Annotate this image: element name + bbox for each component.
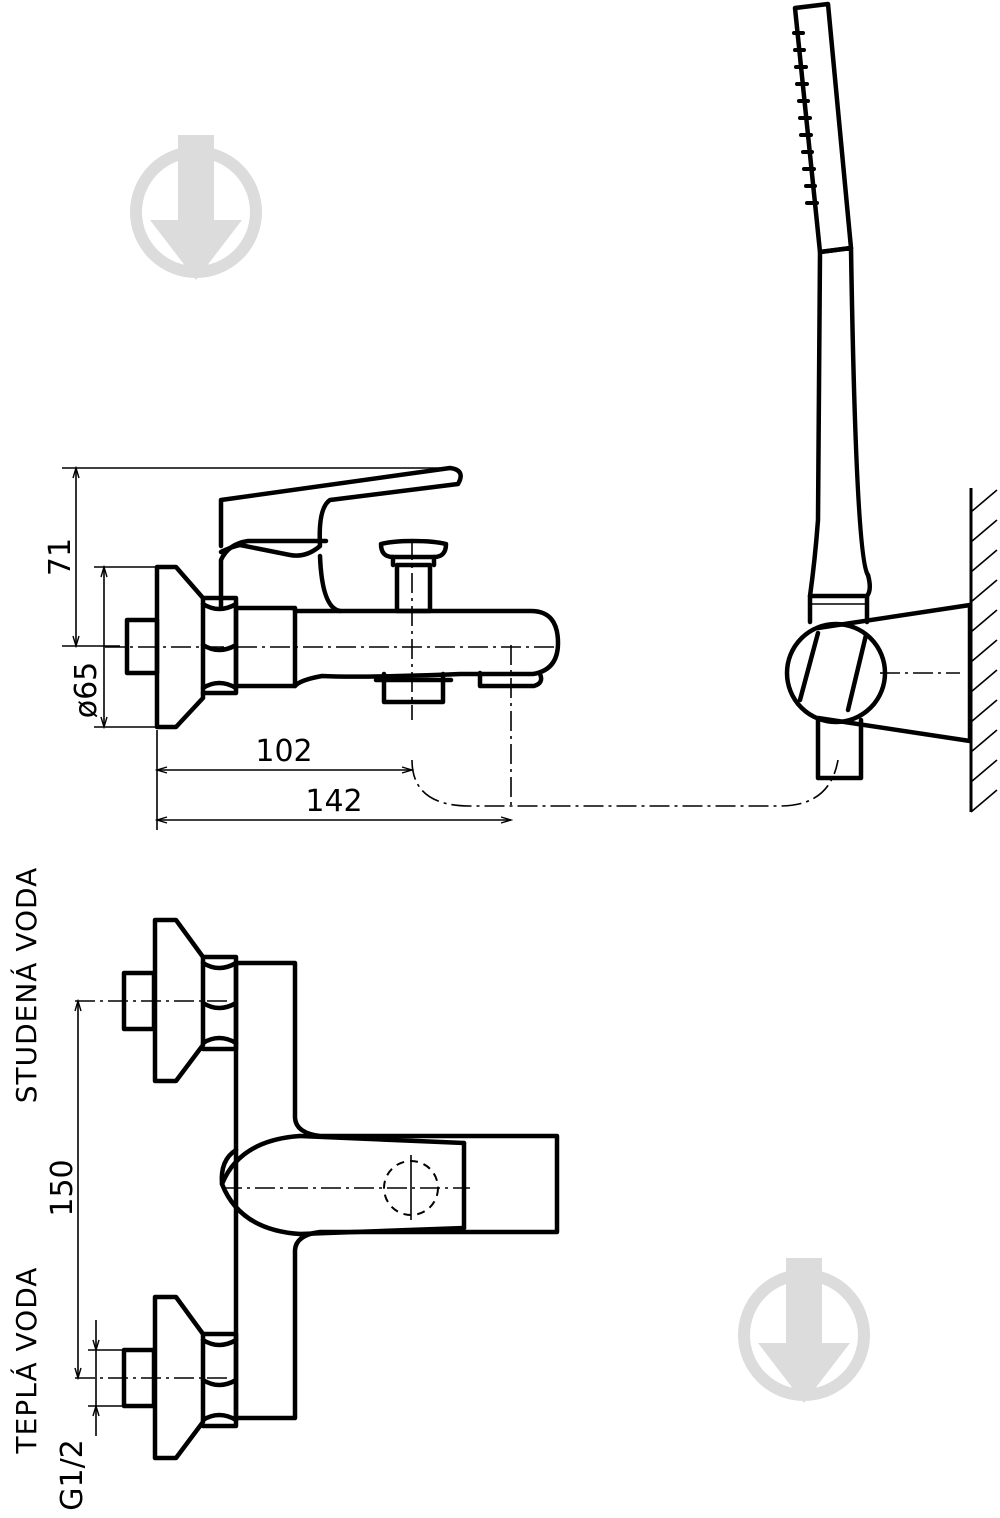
faucet-side-view xyxy=(105,465,839,810)
dim-spout-102: 102 xyxy=(255,734,312,769)
label-hot-water: TEPLÁ VODA xyxy=(9,1267,43,1455)
watermark-top-icon xyxy=(130,135,262,280)
dim-spout-142: 142 xyxy=(305,784,362,819)
side-dimensions xyxy=(62,468,511,830)
faucet-top-view xyxy=(75,917,560,1461)
dim-thread-g12: G1/2 xyxy=(55,1439,90,1511)
dim-height-71: 71 xyxy=(43,538,78,576)
hand-shower xyxy=(792,1,872,781)
top-dimensions xyxy=(78,1001,124,1436)
dim-inlet-spacing-150: 150 xyxy=(45,1159,80,1216)
watermark-bottom-icon xyxy=(738,1258,870,1403)
dim-rosette-diameter: ø65 xyxy=(69,662,104,719)
label-cold-water: STUDENÁ VODA xyxy=(9,867,43,1104)
shower-holder xyxy=(784,488,998,813)
